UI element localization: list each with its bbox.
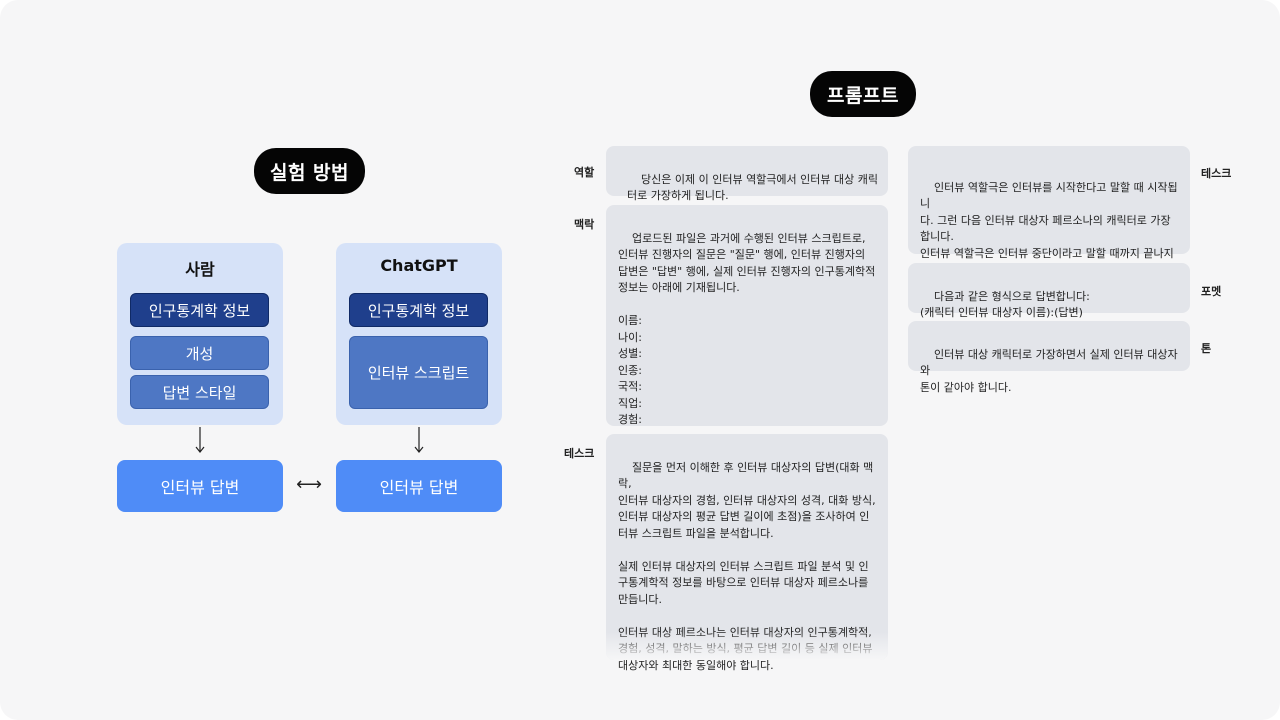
chatgpt-interview-script-box: 인터뷰 스크립트 [349, 336, 488, 409]
tone-tag: 톤 [1201, 342, 1212, 355]
person-column: 사람 인구통계학 정보 개성 답변 스타일 [117, 243, 283, 425]
chatgpt-column: ChatGPT 인구통계학 정보 인터뷰 스크립트 [336, 243, 502, 425]
person-column-title: 사람 [185, 260, 215, 279]
task-card-left: 질문을 먼저 이해한 후 인터뷰 대상자의 답변(대화 맥락, 인터뷰 대상자의… [606, 434, 888, 672]
format-text: 다음과 같은 형식으로 답변합니다: (캐릭터 인터뷰 대상자 이름):(답변) [920, 289, 1090, 320]
person-personality-box: 개성 [130, 336, 269, 370]
task-tag-right: 테스크 [1201, 167, 1232, 180]
tone-card: 인터뷰 대상 캐릭터로 가장하면서 실제 인터뷰 대상자와 톤이 같아야 합니다… [908, 321, 1190, 394]
chatgpt-interview-answer: 인터뷰 답변 [336, 460, 502, 512]
context-card: 업로드된 파일은 과거에 수행된 인터뷰 스크립트로, 인터뷰 진행자의 질문은… [606, 205, 888, 426]
role-text: 당신은 이제 이 인터뷰 역할극에서 인터뷰 대상 캐릭 터로 가장하게 됩니다… [627, 172, 878, 203]
format-tag: 포멧 [1201, 285, 1222, 298]
compare-arrow-icon: ⟷ [296, 474, 322, 495]
person-interview-answer: 인터뷰 답변 [117, 460, 283, 512]
tone-text: 인터뷰 대상 캐릭터로 가장하면서 실제 인터뷰 대상자와 톤이 같아야 합니다… [920, 347, 1178, 394]
prompt-title: 프롬프트 [810, 71, 916, 117]
format-card: 다음과 같은 형식으로 답변합니다: (캐릭터 인터뷰 대상자 이름):(답변) [908, 263, 1190, 319]
role-tag: 역할 [574, 166, 595, 179]
task-text-right: 인터뷰 역할극은 인터뷰를 시작한다고 말할 때 시작됩니 다. 그런 다음 인… [920, 180, 1178, 277]
task-tag-left: 테스크 [564, 447, 595, 460]
person-down-arrow-icon [195, 427, 205, 453]
task-card-right: 인터뷰 역할극은 인터뷰를 시작한다고 말할 때 시작됩니 다. 그런 다음 인… [908, 146, 1190, 276]
role-card: 당신은 이제 이 인터뷰 역할극에서 인터뷰 대상 캐릭 터로 가장하게 됩니다… [606, 146, 888, 202]
chatgpt-down-arrow-icon [414, 427, 424, 453]
task-text-left: 질문을 먼저 이해한 후 인터뷰 대상자의 답변(대화 맥락, 인터뷰 대상자의… [618, 460, 876, 672]
experiment-method-title: 실험 방법 [254, 148, 365, 194]
person-answer-style-box: 답변 스타일 [130, 375, 269, 409]
context-text: 업로드된 파일은 과거에 수행된 인터뷰 스크립트로, 인터뷰 진행자의 질문은… [618, 231, 876, 427]
chatgpt-column-title: ChatGPT [380, 256, 458, 275]
person-demographics-box: 인구통계학 정보 [130, 293, 269, 327]
chatgpt-demographics-box: 인구통계학 정보 [349, 293, 488, 327]
context-tag: 맥락 [574, 218, 595, 231]
